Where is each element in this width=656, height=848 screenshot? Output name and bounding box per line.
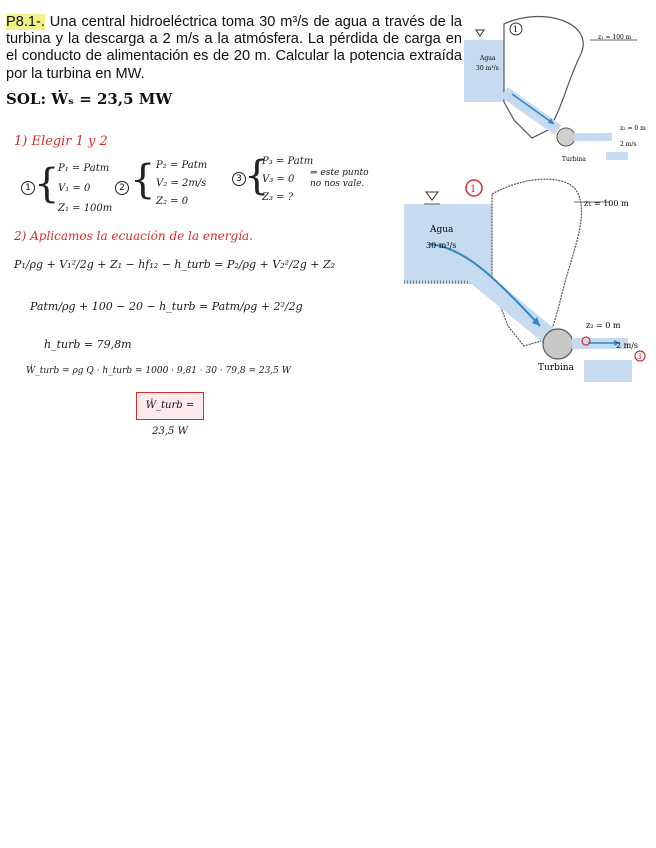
point2-p: P₂ = Patm (156, 160, 208, 171)
point2-marker: 2 (115, 181, 129, 195)
flow-arrow-icon (429, 243, 541, 327)
point1-p: P₁ = Patm (58, 163, 110, 174)
point3-v: V₃ = 0 (262, 174, 295, 185)
flow-label: 30 m³/s (476, 65, 499, 72)
brace-icon: { (130, 157, 156, 203)
arrowhead-icon (548, 118, 554, 124)
penstock (500, 87, 562, 135)
marker-1-label: 1 (470, 184, 476, 195)
marker-3-label: 3 (637, 353, 641, 361)
point3-z: Z₃ = ? (262, 192, 294, 203)
point1-marker: 1 (21, 181, 35, 195)
z2-label: z₂ = 0 m (586, 321, 621, 330)
z1-label: z₁ = 100 m (598, 34, 632, 41)
brace-icon: { (244, 153, 270, 199)
brace-icon: { (34, 161, 60, 207)
flow-arrow-icon (511, 93, 555, 125)
arrowhead-icon (614, 340, 620, 346)
tailwater (584, 360, 632, 382)
equation-hturb: h_turb = 79,8m (44, 338, 132, 351)
water-label: Agua (429, 225, 454, 235)
reservoir-water (464, 40, 504, 102)
problem-statement: P8.1-. Una central hidroeléctrica toma 3… (6, 14, 462, 83)
outlet-pipe (574, 133, 612, 141)
marker-3-icon (634, 350, 646, 362)
marker-1-icon (465, 179, 483, 197)
equation-substituted: Patm/ρg + 100 − 20 − h_turb = Patm/ρg + … (30, 300, 303, 313)
arrowhead-icon (532, 317, 540, 326)
point3-note: ⇒ este punto no nos vale. (310, 168, 369, 189)
equation-power: Ẇ_turb = ρg Q · h_turb = 1000 · 9,81 · 3… (26, 366, 291, 376)
problem-text: Una central hidroeléctrica toma 30 m³/s … (6, 14, 462, 82)
turbine-label: Turbina (562, 156, 586, 163)
water-label: Agua (479, 55, 496, 62)
point3-marker: 3 (232, 172, 246, 186)
speed-label: 2 m/s (620, 141, 637, 148)
marker-1-label: 1 (513, 25, 518, 34)
step2-title: 2) Aplicamos la ecuación de la energía. (14, 229, 254, 243)
point2-z: Z₂ = 0 (156, 196, 189, 207)
turbine-icon (542, 328, 574, 360)
small-figure: 1 z₁ = 100 m Agua 30 m³/s z₂ = 0 m 2 m/s… (464, 16, 646, 163)
problem-code: P8.1-. (6, 14, 45, 30)
point3-p: P₃ = Patm (262, 156, 314, 167)
large-figure: 1 z₁ = 100 m Agua 30 m³/s z₂ = 0 m 2 m/s… (404, 178, 646, 382)
water-level-icon (475, 29, 485, 37)
flow-label: 30 m³/s (426, 241, 456, 250)
point2-v: V₂ = 2m/s (156, 178, 207, 189)
solution-line: SOL: Ẇₛ = 23,5 MW (6, 90, 173, 108)
step1-title: 1) Elegir 1 y 2 (14, 134, 108, 149)
turbine-icon (556, 127, 576, 147)
speed-label: 2 m/s (616, 341, 638, 350)
tailwater (606, 152, 628, 160)
point1-z: Z₁ = 100m (58, 203, 113, 214)
z2-label: z₂ = 0 m (620, 125, 646, 132)
result-box: Ẇ_turb = 23,5 W (136, 392, 204, 437)
water-level-icon (425, 191, 439, 201)
turbine-label: Turbina (538, 363, 575, 373)
marker-2-icon (581, 336, 591, 346)
point1-v: V₁ = 0 (58, 183, 91, 194)
penstock (458, 259, 560, 347)
equation-energy: P₁/ρg + V₁²/2g + Z₁ − hf₁₂ − h_turb = P₂… (14, 258, 336, 271)
z1-label: z₁ = 100 m (584, 199, 629, 208)
marker-1-icon (509, 22, 523, 36)
